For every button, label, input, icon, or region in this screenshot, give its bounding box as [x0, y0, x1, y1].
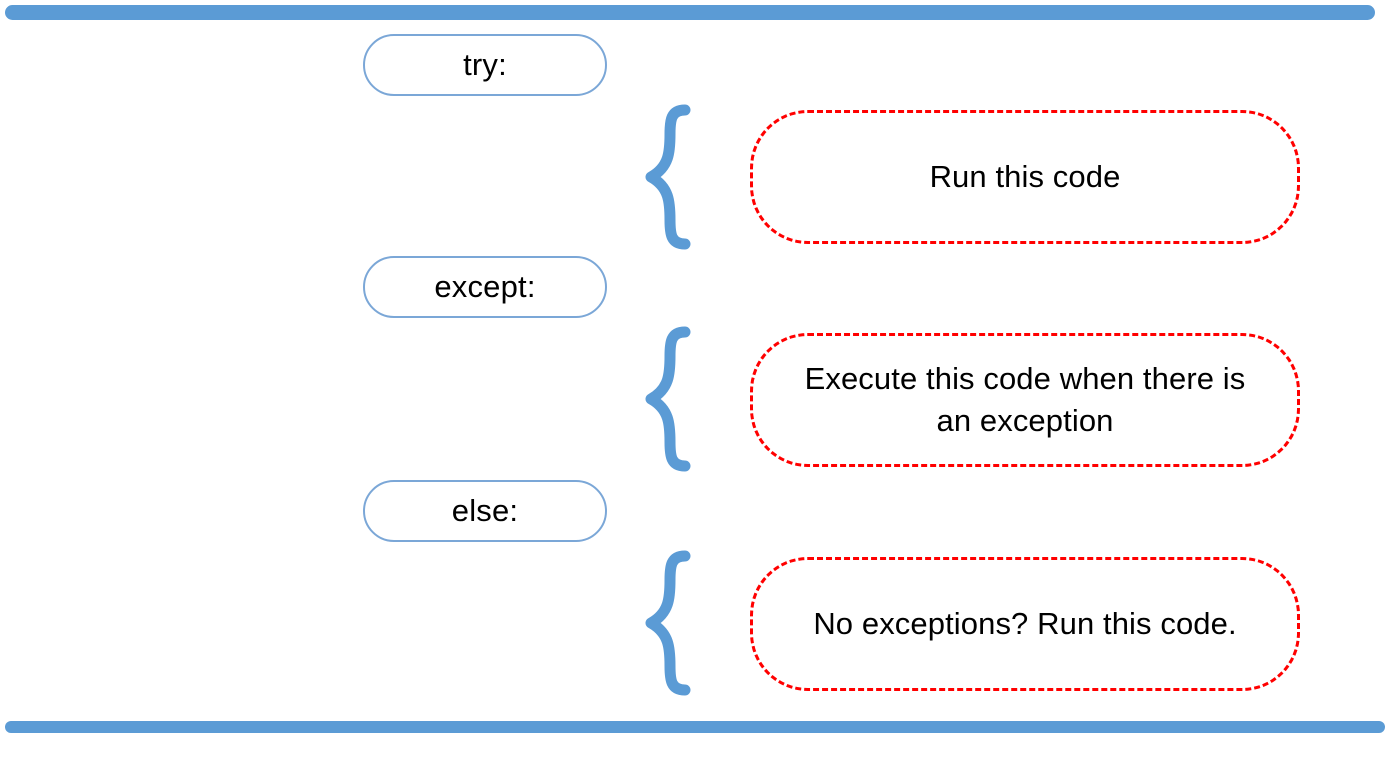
- code-description-text-else: No exceptions? Run this code.: [813, 606, 1237, 642]
- curly-brace-icon-else: [645, 550, 697, 696]
- keyword-pill-except-label: except:: [434, 268, 536, 304]
- keyword-pill-try-label: try:: [463, 46, 507, 82]
- curly-brace-icon-try: [645, 104, 697, 250]
- curly-brace-icon-except: [645, 326, 697, 472]
- bottom-divider-rule: [5, 721, 1385, 733]
- keyword-pill-else-label: else:: [451, 492, 519, 528]
- keyword-pill-else[interactable]: else:: [363, 480, 607, 542]
- keyword-pill-try[interactable]: try:: [363, 34, 607, 96]
- code-description-box-except: Execute this code when there is an excep…: [750, 333, 1300, 467]
- code-description-box-else: No exceptions? Run this code.: [750, 557, 1300, 691]
- code-description-box-try: Run this code: [750, 110, 1300, 244]
- code-description-text-except: Execute this code when there is an excep…: [804, 361, 1246, 438]
- keyword-pill-except[interactable]: except:: [363, 256, 607, 318]
- top-divider-rule: [5, 5, 1375, 20]
- code-description-text-try: Run this code: [929, 159, 1121, 195]
